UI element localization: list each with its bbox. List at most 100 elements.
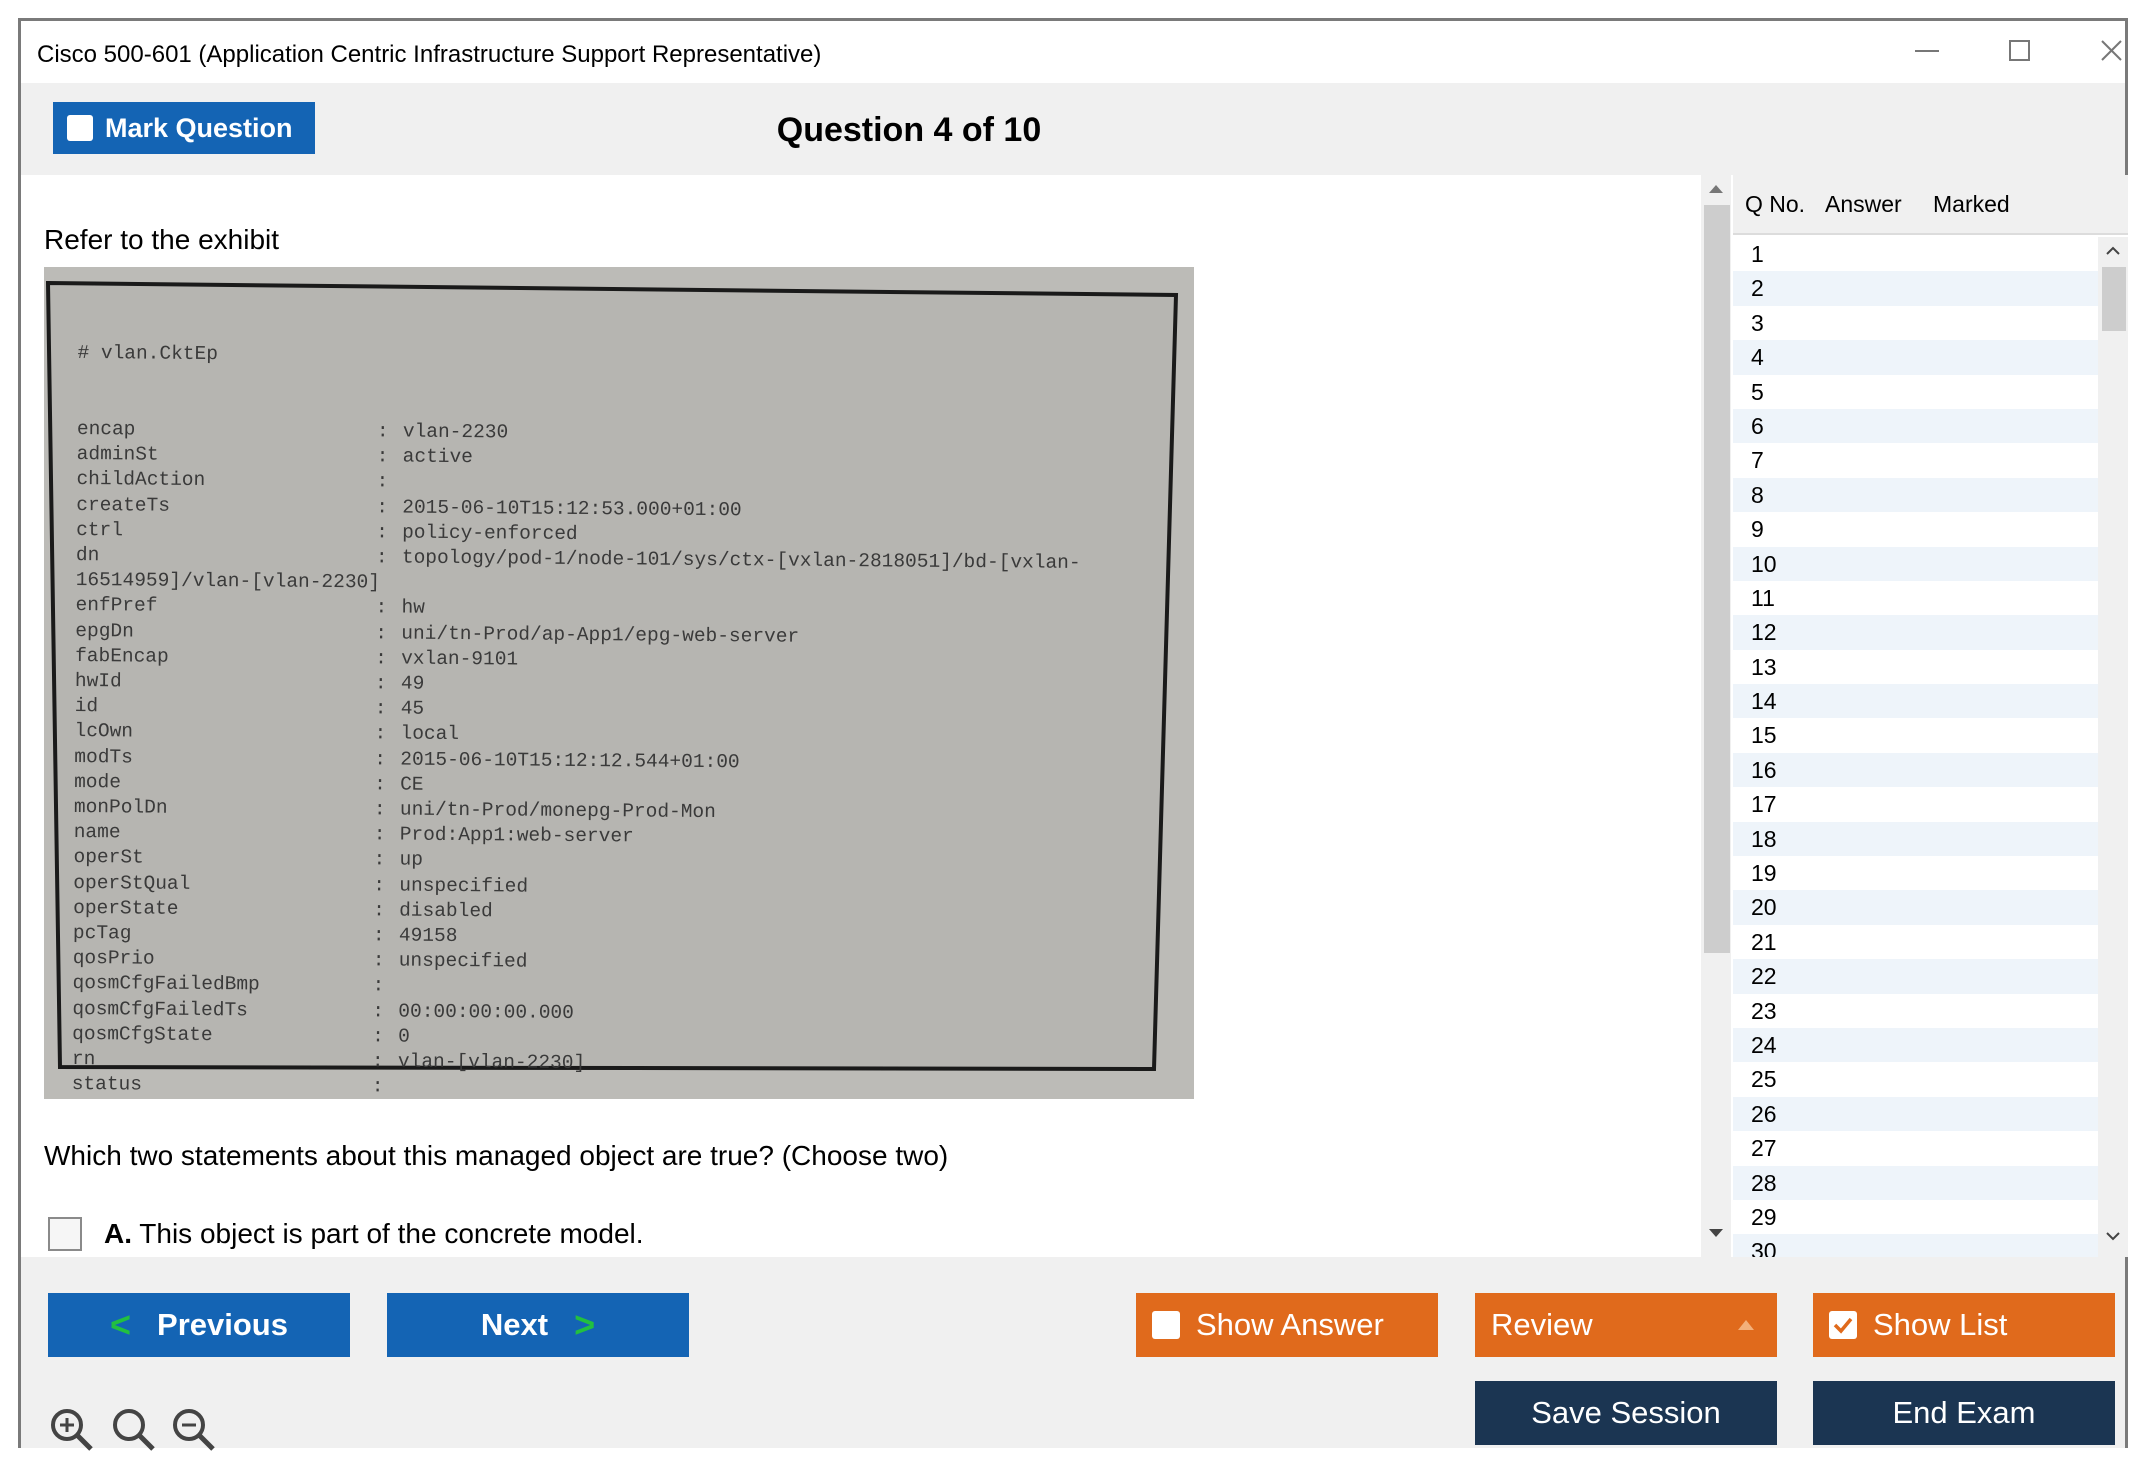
option-a-letter: A. (104, 1218, 132, 1249)
exhibit-row-key: operState (73, 896, 179, 920)
question-list-row[interactable]: 15 (1751, 722, 1777, 749)
question-list-row[interactable]: 30 (1733, 1234, 2098, 1257)
exhibit-row-key: ctrl (76, 518, 124, 542)
option-a[interactable]: A. This object is part of the concrete m… (48, 1217, 644, 1251)
exhibit-row-key: createTs (76, 493, 171, 517)
question-list-row[interactable]: 28 (1733, 1165, 2098, 1200)
exhibit-row-key: childAction (76, 468, 206, 492)
exhibit-row-separator: : (371, 1075, 384, 1098)
exhibit-row-separator: : (373, 823, 386, 846)
previous-label: Previous (157, 1307, 288, 1342)
question-list-row[interactable]: 6 (1733, 408, 2098, 444)
list-scroll-up-icon[interactable] (2104, 243, 2122, 257)
question-list-row[interactable]: 23 (1751, 997, 1777, 1024)
question-list-row[interactable]: 17 (1751, 791, 1777, 818)
show-answer-label: Show Answer (1196, 1307, 1384, 1342)
question-list-row[interactable]: 14 (1733, 684, 2098, 719)
content-scrollbar-thumb[interactable] (1704, 205, 1730, 953)
exhibit-row-value: uni/tn-Prod/monepg-Prod-Mon (399, 798, 716, 824)
question-list-row[interactable]: 22 (1733, 959, 2098, 994)
list-scroll-down-icon[interactable] (2104, 1229, 2122, 1243)
option-a-text: A. This object is part of the concrete m… (104, 1218, 644, 1250)
option-a-checkbox[interactable] (48, 1217, 82, 1251)
question-list-row[interactable]: 10 (1733, 546, 2098, 581)
question-list-row[interactable]: 3 (1751, 309, 1764, 336)
question-list-row[interactable]: 2 (1733, 271, 2098, 306)
question-list-row[interactable]: 7 (1751, 447, 1764, 474)
exhibit-row-separator: : (372, 949, 385, 972)
question-list-row[interactable]: 11 (1751, 584, 1775, 611)
scroll-up-icon[interactable] (1708, 183, 1724, 195)
exhibit-row-separator: : (373, 798, 386, 821)
exhibit-row-separator: : (374, 747, 387, 771)
exhibit-row-value: local (400, 723, 460, 746)
chevron-right-icon: > (574, 1304, 596, 1345)
exhibit-row-value: 45 (400, 697, 425, 720)
exhibit-row-separator: : (376, 521, 388, 544)
question-list-row[interactable]: 12 (1733, 615, 2098, 650)
minimize-icon (1915, 50, 1939, 52)
exhibit-row-value: active (402, 445, 474, 469)
exhibit-row-separator: : (372, 1000, 385, 1023)
question-list-scrollbar-thumb[interactable] (2102, 267, 2126, 331)
zoom-reset-button[interactable] (109, 1405, 157, 1453)
zoom-in-button[interactable] (47, 1405, 95, 1453)
question-list-row[interactable]: 18 (1733, 821, 2098, 857)
exhibit-row-value: 0 (398, 1025, 410, 1048)
exhibit-row-separator: : (376, 420, 389, 443)
end-exam-button[interactable]: End Exam (1813, 1381, 2115, 1445)
close-button[interactable] (2081, 29, 2141, 73)
question-list-row[interactable]: 25 (1751, 1066, 1777, 1093)
question-list-row[interactable]: 21 (1751, 928, 1777, 955)
question-list-row[interactable]: 19 (1751, 860, 1777, 887)
question-list-row[interactable]: 29 (1751, 1203, 1777, 1230)
previous-button[interactable]: < Previous (48, 1293, 350, 1357)
zoom-out-button[interactable] (169, 1405, 217, 1453)
magnifier-icon (113, 1409, 155, 1451)
save-session-button[interactable]: Save Session (1475, 1381, 1777, 1445)
exhibit-row-key: status (71, 1073, 143, 1096)
content-scrollbar[interactable] (1701, 175, 1731, 1257)
question-list-row[interactable]: 5 (1751, 378, 1764, 405)
show-list-checked-icon (1829, 1311, 1857, 1339)
exhibit-row-key: qosPrio (72, 947, 155, 970)
exhibit-row-value: Prod:App1:web-server (399, 823, 634, 848)
question-list-row[interactable]: 27 (1751, 1135, 1777, 1162)
exhibit-row-separator: : (376, 470, 389, 493)
question-list-scrollbar[interactable] (2098, 237, 2128, 1257)
maximize-button[interactable] (1989, 29, 2049, 73)
show-list-button[interactable]: Show List (1813, 1293, 2115, 1357)
review-button[interactable]: Review (1475, 1293, 1777, 1357)
exhibit-row-key: lcOwn (74, 720, 134, 743)
question-list-row[interactable]: 13 (1751, 653, 1777, 680)
zoom-in-icon (51, 1409, 93, 1451)
question-list-row[interactable]: 1 (1751, 241, 1764, 267)
next-button[interactable]: Next > (387, 1293, 689, 1357)
exhibit-row-value: 49158 (398, 924, 458, 948)
exhibit-row-separator: : (372, 1025, 384, 1048)
exhibit-row-separator: : (375, 621, 388, 645)
exhibit-row-separator: : (375, 596, 388, 619)
question-list-row[interactable]: 8 (1733, 477, 2098, 513)
minimize-button[interactable] (1897, 29, 1957, 73)
scroll-down-icon[interactable] (1708, 1227, 1724, 1239)
mark-question-button[interactable]: Mark Question (53, 102, 315, 154)
exhibit-row-value: uni/tn-Prod/ap-App1/epg-web-server (401, 622, 800, 648)
question-list-row[interactable]: 24 (1733, 1027, 2098, 1063)
exhibit-row-key: hwId (74, 670, 122, 693)
exhibit-row-value: vxlan-9101 (401, 647, 519, 671)
question-list-row[interactable]: 16 (1733, 752, 2098, 788)
question-list-row[interactable]: 26 (1733, 1096, 2098, 1132)
exhibit-row-key: mode (74, 770, 122, 794)
question-list-row[interactable]: 4 (1733, 340, 2098, 375)
end-exam-label: End Exam (1892, 1395, 2036, 1430)
next-label: Next (480, 1307, 549, 1342)
question-list-row[interactable]: 9 (1751, 516, 1764, 543)
zoom-out-icon (173, 1409, 215, 1451)
question-list-row[interactable]: 20 (1733, 890, 2098, 925)
exhibit-row-key: fabEncap (75, 644, 169, 668)
show-answer-button[interactable]: Show Answer (1136, 1293, 1438, 1357)
